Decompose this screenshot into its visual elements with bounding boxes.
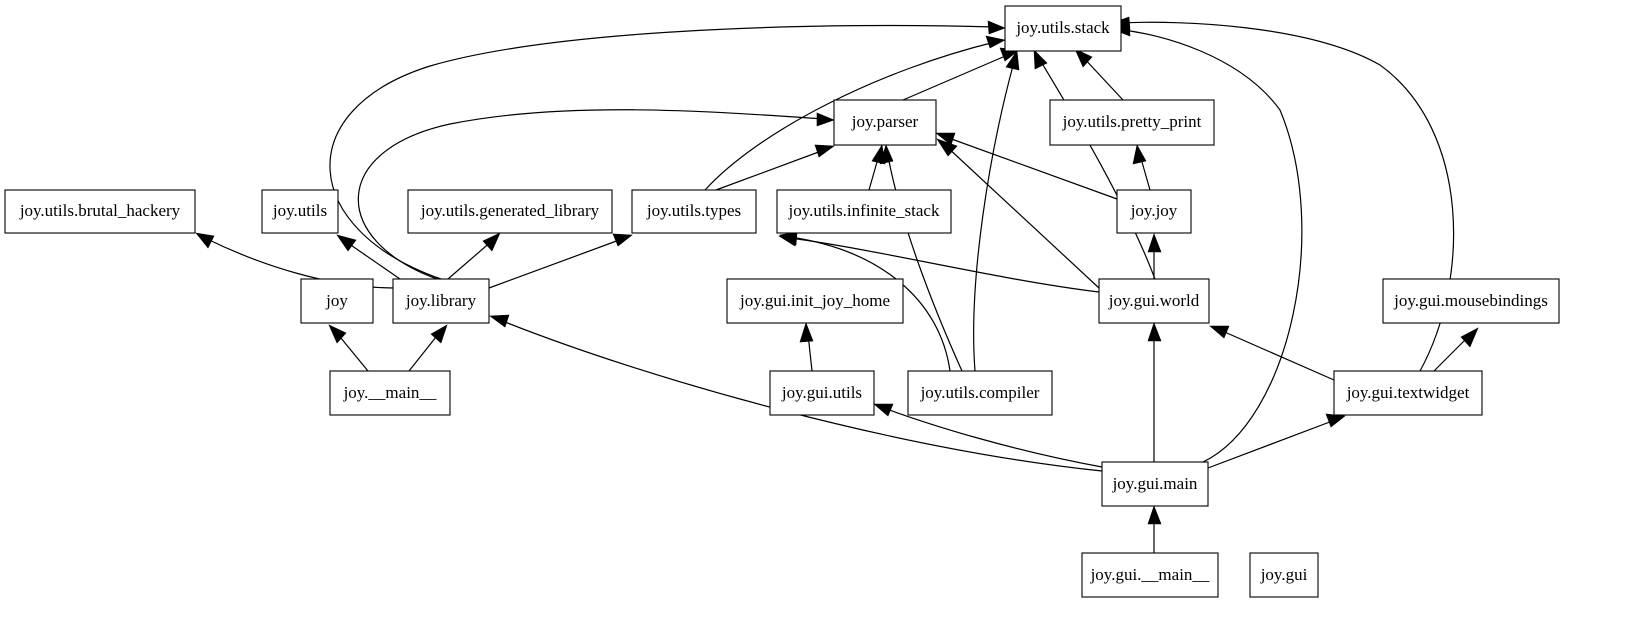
arrowhead-icon	[873, 403, 894, 417]
edge-joy-utils-types-to-joy-parser	[715, 149, 825, 191]
node-label: joy.utils	[272, 201, 327, 220]
arrowhead-icon	[987, 20, 1006, 35]
node-joy[interactable]: joy	[300, 278, 374, 324]
node-joy-gui-world[interactable]: joy.gui.world	[1098, 278, 1210, 324]
node-label: joy.parser	[851, 112, 919, 131]
arrowhead-icon	[1074, 48, 1093, 68]
node-joy-utils-types[interactable]: joy.utils.types	[631, 189, 757, 234]
node-label: joy.gui	[1260, 565, 1308, 584]
node-label: joy.utils.types	[646, 201, 741, 220]
arrowhead-icon	[195, 232, 215, 249]
edge-joy-gui-textwidget-to-joy-gui-mousebindings	[1433, 334, 1471, 372]
node-label: joy.gui.utils	[781, 383, 862, 402]
edge-joy-utils-compiler-to-joy-parser	[887, 155, 963, 372]
node-joy-gui-mousebindings[interactable]: joy.gui.mousebindings	[1382, 278, 1560, 324]
node-joy-gui-init-joy-home[interactable]: joy.gui.init_joy_home	[726, 278, 904, 324]
node-label: joy.library	[405, 291, 477, 310]
node-joy-utils-generated-library[interactable]: joy.utils.generated_library	[407, 189, 613, 234]
arrowhead-icon	[778, 232, 798, 247]
edge-joy-gui-textwidget-to-joy-gui-world	[1219, 329, 1335, 381]
node-label: joy.gui.mousebindings	[1393, 291, 1548, 310]
edge-joy-utils-compiler-to-joy-utils-stack	[973, 61, 1015, 372]
node-joy-gui-main[interactable]: joy.gui.main	[1101, 461, 1209, 507]
arrowhead-icon	[1325, 413, 1346, 428]
node-joy-utils-stack[interactable]: joy.utils.stack	[1004, 5, 1122, 52]
node-label: joy.utils.brutal_hackery	[19, 201, 181, 220]
arrowhead-icon	[879, 144, 894, 165]
edge-joy-utils-types-to-joy-utils-stack	[704, 41, 996, 191]
node-label: joy.__main__	[343, 383, 437, 402]
node-label: joy.gui.world	[1108, 291, 1200, 310]
node-joy-joy[interactable]: joy.joy	[1116, 189, 1192, 234]
edge-joy-gui-world-to-joy-utils-types	[789, 237, 1100, 293]
arrowhead-icon	[1147, 233, 1162, 253]
node-joy-gui[interactable]: joy.gui	[1249, 552, 1319, 598]
node-joy-utils-compiler[interactable]: joy.utils.compiler	[907, 370, 1053, 416]
arrowhead-icon	[1147, 322, 1162, 342]
node-joy-gui-utils[interactable]: joy.gui.utils	[769, 370, 875, 416]
edge-joy-gui-main-to-joy-gui-utils	[883, 407, 1103, 468]
node-label: joy.utils.stack	[1015, 18, 1110, 37]
node-joy-utils[interactable]: joy.utils	[261, 189, 339, 234]
node-label: joy.utils.infinite_stack	[788, 201, 940, 220]
edge-joy-library-to-joy-utils-types	[488, 238, 623, 289]
edge-joy-joy-to-joy-parser	[945, 136, 1118, 200]
arrowhead-icon	[985, 35, 1006, 49]
edge-joy-library-to-joy-utils-generated-library	[447, 239, 494, 280]
node-layer: joy.utils.stack joy.parser joy.utils.pre…	[4, 5, 1560, 598]
edge-joy-gui-world-to-joy-utils-stack	[1039, 59, 1156, 280]
arrowhead-icon	[814, 144, 835, 158]
arrowhead-icon	[489, 314, 510, 328]
node-label: joy.utils.generated_library	[420, 201, 600, 220]
node-label: joy	[325, 291, 348, 310]
node-label: joy.gui.textwidget	[1346, 383, 1470, 402]
node-label: joy.gui.main	[1112, 474, 1198, 493]
arrowhead-icon	[799, 322, 814, 343]
node-label: joy.joy	[1130, 201, 1178, 220]
arrowhead-icon	[936, 138, 958, 157]
node-joy-library[interactable]: joy.library	[392, 278, 490, 324]
edge-joy-utils-pretty-print-to-joy-utils-stack	[1081, 55, 1124, 101]
node-joy-utils-brutal-hackery[interactable]: joy.utils.brutal_hackery	[4, 189, 196, 234]
arrowhead-icon	[1132, 144, 1147, 165]
arrowhead-icon	[1033, 49, 1048, 70]
arrowhead-icon	[935, 132, 956, 146]
edge-joy-main-to-joy-library	[408, 331, 441, 372]
edge-joy-gui-main-to-joy-gui-textwidget	[1207, 419, 1336, 469]
node-joy-main-dunder[interactable]: joy.__main__	[329, 370, 451, 416]
arrowhead-icon	[1209, 325, 1230, 339]
edge-joy-library-to-joy-parser	[357, 109, 825, 280]
node-joy-utils-infinite-stack[interactable]: joy.utils.infinite_stack	[776, 189, 952, 234]
arrowhead-icon	[816, 112, 835, 127]
edge-joy-library-to-joy-utils	[344, 240, 401, 280]
arrowhead-icon	[612, 233, 633, 247]
node-label: joy.utils.compiler	[920, 383, 1040, 402]
edge-joy-parser-to-joy-utils-stack	[902, 53, 1011, 101]
arrowhead-icon	[1460, 327, 1479, 348]
arrowhead-icon	[336, 234, 357, 252]
edge-joy-library-to-joy-utils-stack	[329, 24, 996, 280]
node-joy-gui-main-dunder[interactable]: joy.gui.__main__	[1081, 552, 1219, 598]
node-joy-gui-textwidget[interactable]: joy.gui.textwidget	[1333, 370, 1483, 416]
arrowhead-icon	[1147, 505, 1162, 525]
node-label: joy.gui.init_joy_home	[739, 291, 890, 310]
node-label: joy.utils.pretty_print	[1062, 112, 1202, 131]
node-label: joy.gui.__main__	[1090, 565, 1210, 584]
edge-joy-gui-world-to-joy-parser	[945, 145, 1100, 289]
arrowhead-icon	[482, 232, 501, 252]
arrowhead-icon	[430, 324, 448, 344]
node-joy-parser[interactable]: joy.parser	[833, 99, 937, 146]
arrowhead-icon	[328, 324, 347, 344]
arrowhead-icon	[1005, 50, 1020, 71]
node-joy-utils-pretty-print[interactable]: joy.utils.pretty_print	[1049, 99, 1215, 146]
edge-joy-gui-main-to-joy-utils-stack-outer	[1121, 29, 1303, 463]
